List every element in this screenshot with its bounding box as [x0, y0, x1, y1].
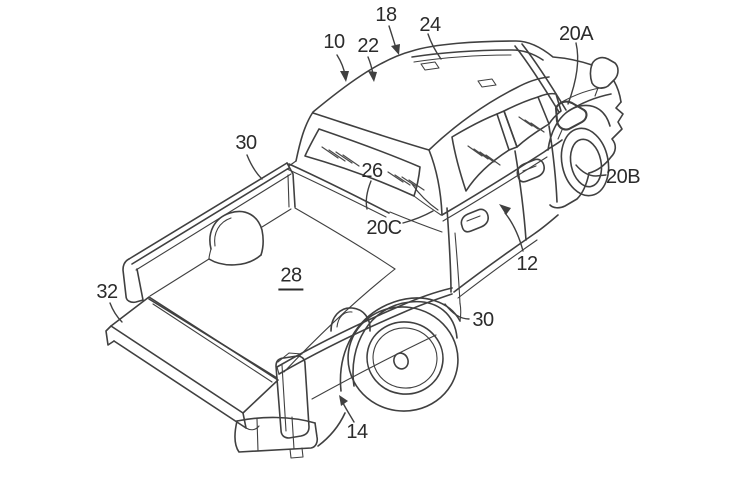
ref-label-20C: 20C [366, 217, 402, 239]
leader-18 [388, 25, 397, 49]
leader-30-right [444, 303, 470, 320]
leader-20A [567, 42, 579, 105]
ref-label-26: 26 [361, 160, 383, 182]
leader-26 [365, 180, 372, 210]
leader-30-left [246, 154, 263, 180]
ref-label-14: 14 [346, 421, 368, 443]
leader-20B [575, 164, 607, 177]
tailgate [105, 296, 279, 431]
ref-label-30-left: 30 [235, 132, 257, 154]
leader-32 [109, 302, 123, 323]
roof-mount-cover [477, 78, 497, 88]
ref-label-20B: 20B [605, 166, 641, 188]
ref-label-32: 32 [96, 281, 118, 303]
ref-label-18: 18 [375, 4, 397, 26]
front-wheel [560, 127, 610, 197]
ref-label-24: 24 [419, 14, 441, 36]
leader-24 [427, 33, 442, 60]
rear-fender-bumper [234, 297, 462, 459]
ref-label-20A: 20A [558, 23, 594, 45]
leader-lines [109, 25, 607, 423]
glass-hatching [321, 116, 545, 191]
side-mirror [554, 100, 588, 131]
ref-label-30-right: 30 [472, 309, 494, 331]
far-mirror [589, 56, 619, 89]
cab [288, 40, 624, 305]
roof-mount-cover [420, 61, 440, 71]
leader-12 [504, 212, 524, 252]
rear-door-handle [460, 208, 489, 233]
rear-wheel [347, 306, 459, 412]
leader-20C [402, 210, 434, 224]
ref-label-22: 22 [357, 35, 379, 57]
rear-door-window [451, 113, 510, 192]
front-door-handle [516, 158, 545, 183]
ref-label-10: 10 [323, 31, 345, 53]
leader-14 [342, 402, 355, 423]
ref-label-28: 28 [278, 266, 304, 291]
ref-label-12: 12 [516, 253, 538, 275]
